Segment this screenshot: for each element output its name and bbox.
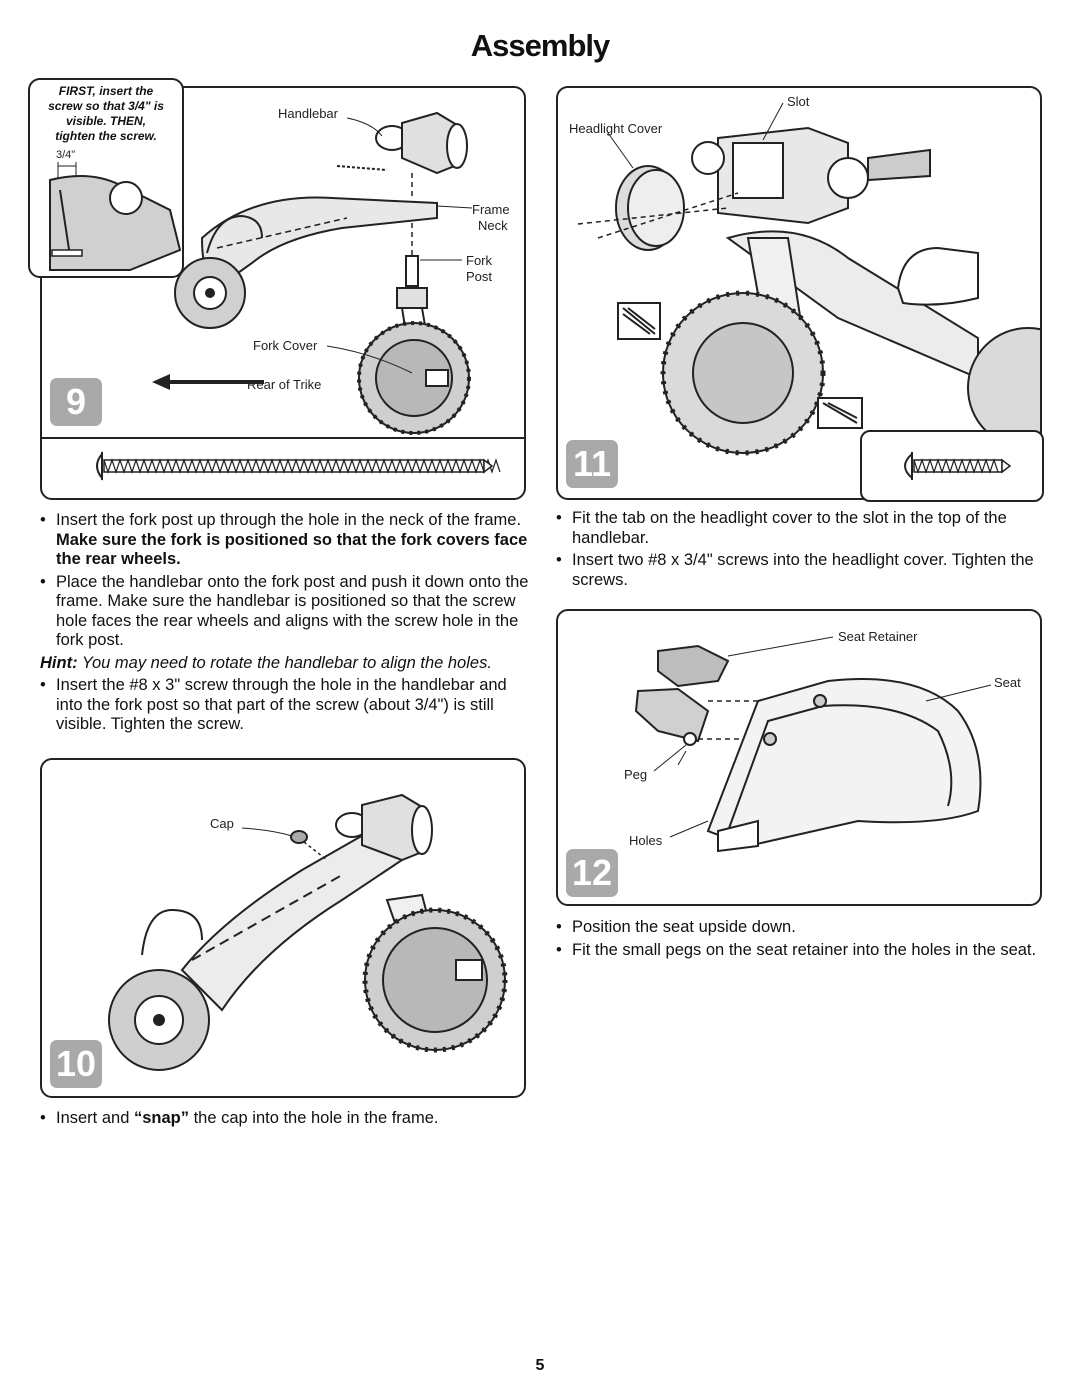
- callout-line-3: visible. THEN,: [65, 114, 147, 128]
- seat-label: Seat: [994, 675, 1021, 690]
- callout-line-2: screw so that 3/4" is: [48, 99, 164, 113]
- step-10-bullet-1-bold: “snap”: [133, 1109, 189, 1127]
- step-12-panel: Seat Retainer Seat Peg Holes 12: [556, 609, 1042, 906]
- page-number: 5: [535, 1357, 545, 1374]
- step-12-illustration: [634, 636, 992, 853]
- cap-label: Cap: [210, 816, 234, 831]
- step-9-panel: Handlebar Frame Neck Fork Post Fork Cove…: [40, 86, 526, 500]
- hint-label: Hint:: [40, 653, 78, 672]
- step-9-bullet-3-text: Insert the #8 x 3" screw through the hol…: [56, 676, 507, 733]
- step-11-instructions: Fit the tab on the headlight cover to th…: [556, 509, 1046, 593]
- holes-label: Holes: [629, 833, 663, 848]
- step-11-bullet-2: Insert two #8 x 3/4" screws into the hea…: [556, 551, 1046, 590]
- short-screw-actual-size: [904, 451, 1012, 481]
- headlight-cover-drawing: [577, 165, 739, 251]
- step-10-illustration: [108, 793, 508, 1071]
- seat-retainer-label: Seat Retainer: [838, 629, 918, 644]
- callout-illustration: [49, 162, 182, 271]
- step-9-bullet-1-bold: Make sure the fork is positioned so that…: [56, 530, 528, 569]
- step-10-bullet-1-text: Insert and: [56, 1109, 134, 1127]
- step-12-bullet-1-text: Position the seat upside down.: [572, 918, 796, 936]
- rear-of-trike-label: Rear of Trike: [247, 377, 322, 392]
- frame-neck-label-2: Neck: [478, 218, 508, 233]
- step-11-bullet-1-text: Fit the tab on the headlight cover to th…: [572, 509, 1007, 547]
- headlight-cover-label: Headlight Cover: [569, 121, 663, 136]
- step-11-bullet-2-text: Insert two #8 x 3/4" screws into the hea…: [572, 551, 1034, 589]
- step-10-badge: 10: [50, 1040, 102, 1088]
- handlebar-drawing: [336, 111, 468, 175]
- frame-neck-label-1: Frame: [472, 202, 510, 217]
- step-9-bullet-1-text: Insert the fork post up through the hole…: [56, 511, 522, 529]
- step-10-bullet-1: Insert and “snap” the cap into the hole …: [40, 1109, 530, 1129]
- step-12-bullet-2: Fit the small pegs on the seat retainer …: [556, 941, 1046, 961]
- step-10-bullet-1-text-2: the cap into the hole in the frame.: [188, 1109, 439, 1127]
- step-9-bullet-2: Place the handlebar onto the fork post a…: [40, 573, 530, 651]
- callout-line-4: tighten the screw.: [55, 129, 157, 143]
- callout-text: FIRST, insert the screw so that 3/4" is …: [34, 84, 178, 144]
- callout-measure: 3/4": [56, 149, 76, 161]
- step-11-bullet-1: Fit the tab on the headlight cover to th…: [556, 509, 1046, 548]
- step-9-instructions: Insert the fork post up through the hole…: [40, 511, 530, 738]
- step-10-instructions: Insert and “snap” the cap into the hole …: [40, 1109, 530, 1132]
- step-12-bullet-2-text: Fit the small pegs on the seat retainer …: [572, 940, 1037, 959]
- fork-cover-label: Fork Cover: [253, 338, 318, 353]
- step-9-bullet-3: Insert the #8 x 3" screw through the hol…: [40, 676, 530, 735]
- screw-actual-size: [96, 451, 501, 481]
- hint-text: You may need to rotate the handlebar to …: [77, 653, 492, 672]
- cap-drawing: [290, 830, 328, 861]
- step-9-badge: 9: [50, 378, 102, 426]
- step-11-screw-box: [860, 430, 1044, 502]
- slot-label: Slot: [787, 94, 810, 109]
- handlebar-label: Handlebar: [278, 106, 338, 121]
- step-11-illustration: [577, 102, 1040, 456]
- step-9-illustration: [42, 111, 524, 481]
- page-title: Assembly: [470, 28, 610, 63]
- step-9-hint: Hint: You may need to rotate the handleb…: [40, 654, 530, 674]
- step-11-badge: 11: [566, 440, 618, 488]
- peg-label: Peg: [624, 767, 648, 782]
- screw-callout: FIRST, insert the screw so that 3/4" is …: [28, 78, 184, 278]
- fork-post-label-2: Post: [466, 269, 493, 284]
- step-12-instructions: Position the seat upside down. Fit the s…: [556, 918, 1046, 963]
- fork-post-label-1: Fork: [466, 253, 492, 268]
- seat-drawing: [706, 678, 982, 853]
- step-9-bullet-1: Insert the fork post up through the hole…: [40, 511, 530, 570]
- step-12-bullet-1: Position the seat upside down.: [556, 918, 1046, 938]
- callout-line-1: FIRST, insert the: [58, 84, 154, 98]
- step-10-panel: Cap 10: [40, 758, 526, 1098]
- step-9-bullet-2-text: Place the handlebar onto the fork post a…: [56, 572, 529, 650]
- step-12-badge: 12: [566, 849, 618, 897]
